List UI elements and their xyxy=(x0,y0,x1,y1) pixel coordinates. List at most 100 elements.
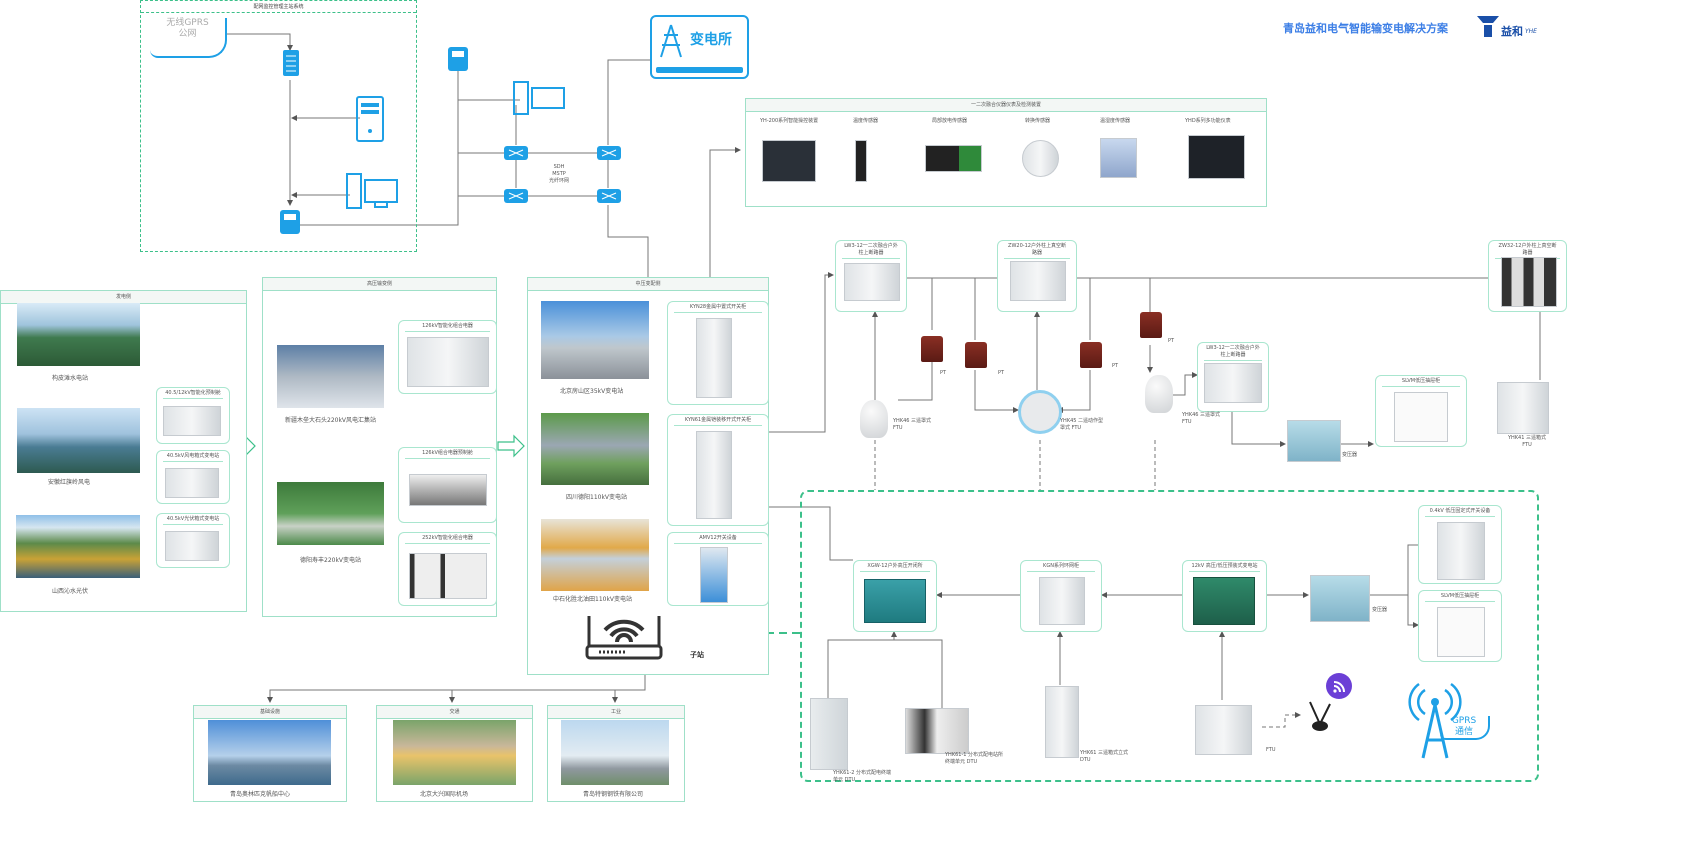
product-card[interactable]: 40.5kV风电箱式变电站 xyxy=(156,450,230,504)
wifi-signal-icon xyxy=(1326,673,1352,699)
breaker-image xyxy=(1501,257,1557,307)
product-card[interactable]: KYN28金属中置式开关柜 xyxy=(667,301,769,405)
wind-collection-station-photo xyxy=(277,345,384,408)
slvm-cabinet-image xyxy=(1437,607,1485,657)
slvm-card[interactable]: SLVM低压抽屉柜 xyxy=(1375,375,1467,447)
breaker-card[interactable]: ZW32-12户外柱上真空断路器 xyxy=(1488,240,1567,312)
instrument-label: 温度传感器 xyxy=(853,118,879,124)
switching-station-image xyxy=(864,579,926,623)
cloud-label-1: 无线GPRS xyxy=(166,18,209,28)
pd-sensor-image xyxy=(925,145,982,172)
xgw-label: XGW-12户外高压开闭所 xyxy=(860,561,930,572)
terminal-unit-icon xyxy=(280,210,300,234)
product-card[interactable]: KYN61金属铠装移开式开关柜 xyxy=(667,414,769,526)
switch-icon xyxy=(597,189,621,203)
breaker-card[interactable]: LW3-12一二次融合户外柱上断路器 xyxy=(1197,342,1269,412)
gis-image xyxy=(407,337,489,387)
product-label: 40.5/12kV智能化预制舱 xyxy=(163,388,223,399)
prefab-substation-card[interactable]: 12kV 高压/低压预装式变电站 xyxy=(1182,560,1267,632)
switch-icon xyxy=(504,146,528,160)
controller-device-image xyxy=(762,140,816,182)
product-card[interactable]: 126kV智能化组合电器 xyxy=(398,320,497,394)
breaker-card[interactable]: LW3-12一二次融合户外柱上断路器 xyxy=(835,240,907,312)
application-label: 青岛奥林匹克帆船中心 xyxy=(230,791,291,798)
instrument-label: YHD系列多功能仪表 xyxy=(1185,118,1231,124)
substation-photo xyxy=(277,482,384,545)
application-title: 基础设施 xyxy=(194,706,346,719)
breaker-card[interactable]: ZW20-12户外柱上真空断路器 xyxy=(997,240,1077,312)
site-label: 北京房山区35kV变电站 xyxy=(560,388,624,395)
product-card[interactable]: AMV12开关设备 xyxy=(667,532,769,606)
product-card[interactable]: 126kV组合电器预制舱 xyxy=(398,447,497,523)
ring-main-unit-image xyxy=(1039,577,1085,625)
prefab-substation-image xyxy=(1193,577,1255,625)
instrument-label: 温湿度传感器 xyxy=(1100,118,1131,124)
ftu-label: YHK46 三遥罩式 FTU xyxy=(1182,412,1221,425)
gis-cabin-image xyxy=(409,474,487,506)
ftu-label: YHK41 三遥箱式 FTU xyxy=(1507,435,1547,448)
dtu-label: YHK61 三遥箱式立式 DTU xyxy=(1080,750,1129,763)
instrument-label: 转换传感器 xyxy=(1025,118,1051,124)
pt-label: PT xyxy=(940,370,947,376)
dtu-device-image xyxy=(810,698,848,770)
slvm-label: SLVM低压抽屉柜 xyxy=(1425,591,1495,602)
breaker-image xyxy=(1010,261,1066,301)
product-card[interactable]: 40.5kV光伏箱式变电站 xyxy=(156,513,230,568)
product-label: KYN28金属中置式开关柜 xyxy=(674,302,762,313)
xgw-card[interactable]: XGW-12户外高压开闭所 xyxy=(853,560,937,632)
cloud-label-2: 公网 xyxy=(178,29,197,39)
company-logo: 益和 YHE xyxy=(1475,13,1537,41)
slvm-cabinet-image xyxy=(1394,392,1448,442)
ftu-label: FTU xyxy=(1266,747,1276,753)
breaker-label: LW3-12一二次融合户外柱上断路器 xyxy=(842,241,900,259)
ftu-device-image xyxy=(860,400,888,438)
hydro-station-photo xyxy=(17,303,140,366)
monitor-pc-icon xyxy=(513,81,565,115)
breaker-image xyxy=(1204,363,1262,403)
secondary-instruments-panel: 一二次融合仪器仪表及检测装置 xyxy=(745,98,1267,207)
substation-label: 变电所 xyxy=(690,32,732,48)
amv12-image xyxy=(700,547,728,603)
substation-110kv-photo xyxy=(541,413,649,485)
pt-transformer-icon xyxy=(965,342,987,368)
ftu-box-image xyxy=(1195,705,1252,755)
router-icon xyxy=(585,616,663,660)
instrument-label: YH-200系列智能操控装置 xyxy=(760,118,819,124)
slvm-card[interactable]: SLVM低压抽屉柜 xyxy=(1418,590,1502,662)
pylon-icon xyxy=(660,24,682,58)
product-card[interactable]: 252kV智能化组合电器 xyxy=(398,532,497,606)
network-label-1: SDH xyxy=(553,164,565,170)
product-label: 126kV组合电器预制舱 xyxy=(405,448,490,459)
application-title: 工业 xyxy=(548,706,684,719)
server-icon xyxy=(356,96,384,142)
humidity-sensor-image xyxy=(1100,138,1137,178)
firewall-icon xyxy=(283,50,299,76)
meter-image xyxy=(1188,135,1245,179)
application-label: 北京大兴国际机场 xyxy=(420,791,469,798)
pt-transformer-icon xyxy=(1140,312,1162,338)
product-label: AMV12开关设备 xyxy=(674,533,762,544)
sailing-center-photo xyxy=(208,720,331,785)
breaker-label: ZW20-12户外柱上真空断路器 xyxy=(1004,241,1070,259)
dtu-cabinet-image xyxy=(1045,686,1079,758)
logo-text: 益和 xyxy=(1501,25,1523,38)
product-label: 252kV智能化组合电器 xyxy=(405,533,490,544)
transformer-label: 变压器 xyxy=(1372,607,1388,613)
pt-label: PT xyxy=(1112,363,1119,369)
product-label: 40.5kV光伏箱式变电站 xyxy=(163,514,223,525)
gateway-icon xyxy=(448,47,468,71)
product-card[interactable]: 40.5/12kV智能化预制舱 xyxy=(156,387,230,444)
pt-label: PT xyxy=(1168,338,1175,344)
dtu-label: YHK61-2 分布式配电终端单元 DTU xyxy=(833,770,892,783)
site-label: 新疆木垒大石头220kV风电汇集站 xyxy=(285,417,377,424)
prefab-label: 12kV 高压/低压预装式变电站 xyxy=(1189,561,1260,572)
kgn-card[interactable]: KGN系列环网柜 xyxy=(1020,560,1102,632)
prefab-cabin-image xyxy=(163,406,221,436)
low-voltage-fixed-card[interactable]: 0.4kV 低压固定式开关设备 xyxy=(1418,505,1502,584)
substation-node: 变电所 xyxy=(650,15,749,79)
logo-sub: YHE xyxy=(1525,28,1537,35)
substation-station-label: 子站 xyxy=(690,651,704,659)
solar-farm-photo xyxy=(16,515,140,578)
gprs-cloud: 无线GPRS 公网 xyxy=(150,18,227,58)
logo-mark-icon xyxy=(1477,16,1499,37)
